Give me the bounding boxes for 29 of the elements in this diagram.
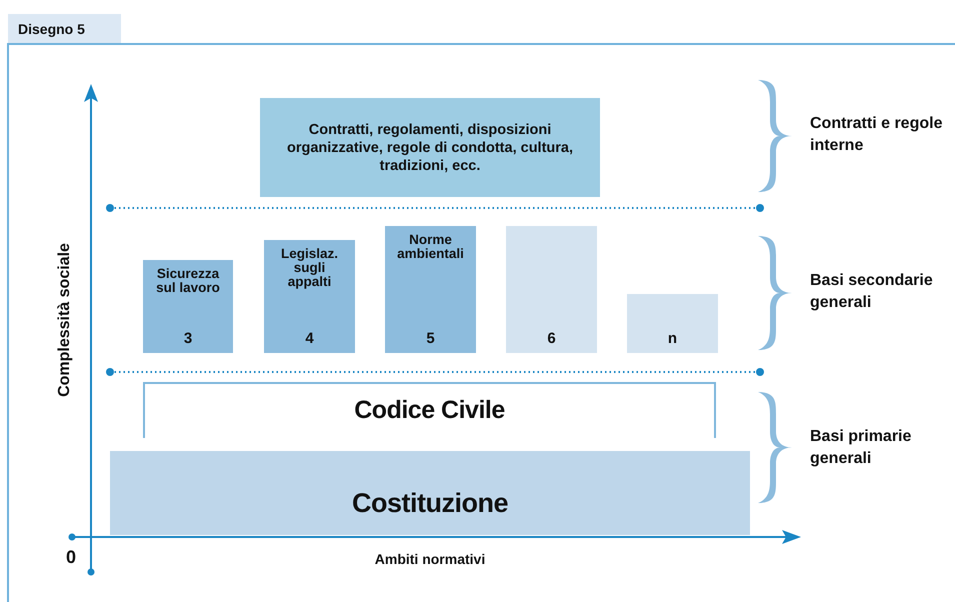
curly-brace [758, 392, 792, 503]
axis-title: Complessità sociale [55, 243, 74, 397]
base-block [110, 451, 750, 535]
bar-number: 3 [184, 330, 192, 348]
column-bar [143, 260, 233, 353]
block-title: Costituzione [352, 486, 508, 520]
bar-number: 4 [305, 330, 314, 348]
frame-title: Codice Civile [354, 395, 505, 426]
bracket-frame [143, 382, 716, 438]
curly-brace [758, 236, 792, 350]
origin-label: 0 [66, 546, 76, 569]
column-bar [627, 294, 718, 353]
level-label: Basi secondarie generali [810, 271, 934, 313]
figure-tab: Disegno 5 [8, 14, 121, 43]
column-bar [264, 240, 355, 353]
bar-label: Norme ambientali [396, 233, 465, 261]
axis-title: Ambiti normativi [374, 550, 486, 569]
bar-label: Legislaz. sugli appalti [280, 247, 340, 289]
text-box [260, 98, 600, 197]
bar-number: 5 [426, 330, 435, 348]
box-text: Contratti, regolamenti, disposizioni organizzative, regole di condotta, cultura, tradizioni, ecc. [286, 120, 574, 174]
bar-label: Sicurezza sul lavoro [155, 267, 221, 295]
level-label: Basi primarie generali [810, 427, 912, 469]
bar-number: 6 [547, 330, 556, 348]
column-bar [385, 226, 476, 353]
bar-number: n [668, 330, 678, 348]
column-bar [506, 226, 597, 353]
level-label: Contratti e regole interne [810, 114, 944, 156]
curly-brace [758, 80, 792, 192]
